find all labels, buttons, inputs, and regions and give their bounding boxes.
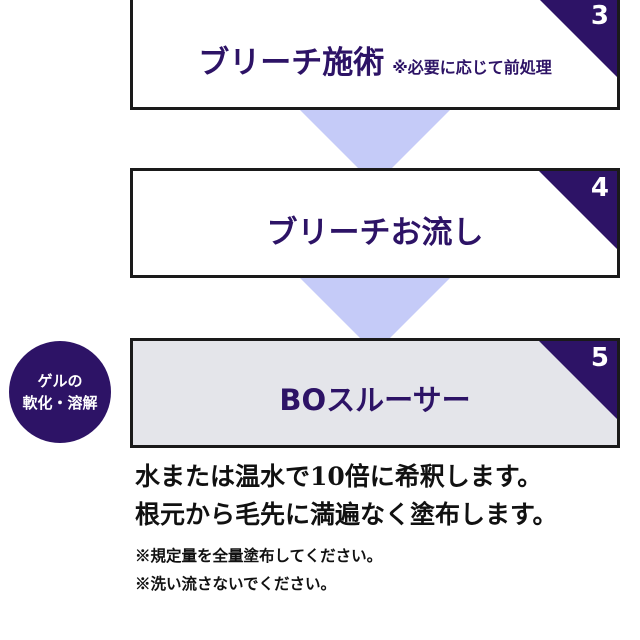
note-line-1: ※規定量を全量塗布してください。 bbox=[135, 546, 383, 565]
step-title: ブリーチお流し bbox=[266, 215, 484, 251]
instructions: 水または温水で10倍に希釈します。 根元から毛先に満遍なく塗布します。 bbox=[135, 458, 630, 534]
step-5-box: 5 BOスルーサー bbox=[130, 338, 620, 448]
step-4-box: 4 ブリーチお流し bbox=[130, 168, 620, 278]
step-note: ※必要に応じて前処理 bbox=[392, 58, 552, 77]
step-title-text: ブリーチ施術 bbox=[198, 45, 385, 81]
step-number: 5 bbox=[590, 343, 609, 373]
gel-softening-badge: ゲルの 軟化・溶解 bbox=[9, 341, 111, 443]
instruction-line-1: 水または温水で10倍に希釈します。 bbox=[135, 462, 543, 491]
step-title: ブリーチ施術 ※必要に応じて前処理 bbox=[133, 37, 617, 82]
step-number: 3 bbox=[590, 1, 609, 31]
instruction-line-2: 根元から毛先に満遍なく塗布します。 bbox=[135, 500, 558, 529]
step-number-corner bbox=[538, 0, 617, 78]
badge-line-1: ゲルの bbox=[37, 372, 83, 390]
step-number-corner bbox=[538, 171, 617, 250]
badge-line-2: 軟化・溶解 bbox=[22, 394, 98, 412]
caution-notes: ※規定量を全量塗布してください。 ※洗い流さないでください。 bbox=[135, 542, 630, 598]
step-3-box: 3 ブリーチ施術 ※必要に応じて前処理 bbox=[130, 0, 620, 110]
step-number: 4 bbox=[590, 173, 609, 203]
note-line-2: ※洗い流さないでください。 bbox=[135, 574, 337, 593]
step-title: BOスルーサー bbox=[279, 383, 471, 417]
step-number-corner bbox=[538, 341, 617, 420]
